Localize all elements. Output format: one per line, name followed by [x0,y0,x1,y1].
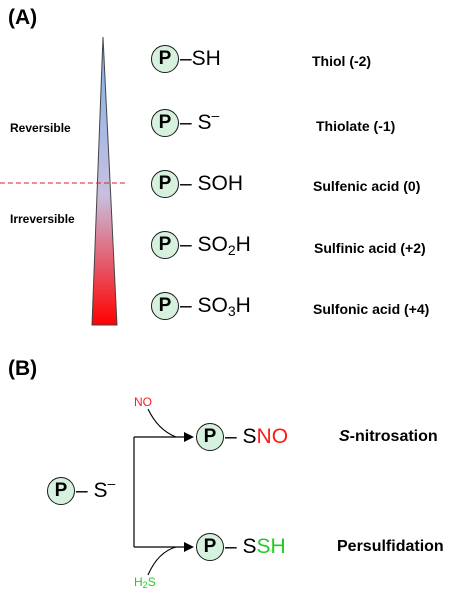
sulfinic-name: Sulfinic acid (+2) [314,240,426,256]
snitrosothiol-product: – SNO [225,425,288,449]
sulfonic-formula-tail: H [235,294,251,317]
start-formula: – S [76,479,108,502]
h2s-subscript: 2 [142,580,148,590]
thiolate-name: Thiolate (-1) [316,118,396,134]
h2s-reagent-curve [147,546,177,576]
thiol-formula: –SH [180,47,221,70]
reversible-label: Reversible [10,121,71,135]
irreversible-label: Irreversible [10,212,75,226]
no-reagent: NO [134,395,152,409]
sulfonic-formula-main: – SO [180,294,228,317]
persulfidation-name: Persulfidation [337,538,444,555]
panel-b-label: (B) [8,357,38,380]
start-charge: – [107,475,116,491]
sulfinic-subscript: 2 [227,242,236,258]
sulfenic-group: – SOH [180,172,243,196]
protein-symbol: P [47,477,75,505]
snitrosation-italic-s: S [339,428,350,445]
thiol-group: –SH [180,47,221,71]
protein-symbol: P [151,170,179,198]
h2s-s: S [147,575,156,589]
protein-symbol: P [151,45,179,73]
panel-a-label: (A) [8,6,38,29]
sulfinic-formula-main: – SO [180,233,228,256]
snitroso-no: NO [256,425,289,448]
protein-symbol: P [151,109,179,137]
persulfide-s: – S [225,535,257,558]
sulfonic-subscript: 3 [227,303,236,319]
h2s-reagent: H2S [134,575,156,590]
protein-symbol: P [151,292,179,320]
protein-symbol: P [196,423,224,451]
thiolate-group: – S– [180,108,219,135]
thiolate-start: – S– [76,476,115,503]
protein-symbol: P [151,231,179,259]
no-reagent-curve [147,408,177,438]
snitrosation-rest: -nitrosation [349,428,438,445]
h2s-h: H [134,575,143,589]
persulfide-product: – SSH [225,535,286,559]
oxidation-gradient-wedge [91,36,118,326]
sulfenic-formula: – SOH [180,172,244,195]
sulfonic-name: Sulfonic acid (+4) [313,301,430,317]
persulfide-sh: SH [256,535,286,558]
thiol-name: Thiol (-2) [312,53,372,69]
snitrosation-name: S-nitrosation [339,428,438,446]
protein-symbol: P [196,533,224,561]
snitroso-s: – S [225,425,257,448]
thiolate-formula: – S [180,111,212,134]
sulfonic-group: – SO3H [180,294,251,318]
sulfinic-group: – SO2H [180,233,251,257]
thiolate-charge: – [211,107,220,123]
sulfinic-formula-tail: H [235,233,251,256]
sulfenic-name: Sulfenic acid (0) [313,178,421,194]
